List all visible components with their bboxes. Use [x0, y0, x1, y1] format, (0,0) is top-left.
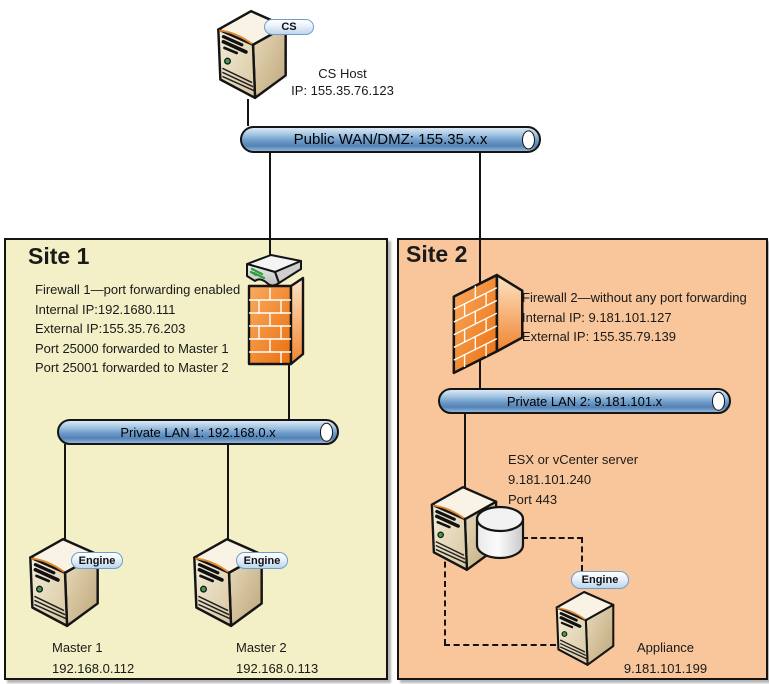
esx-note-line: Port 443	[508, 492, 558, 507]
appliance-ip: 9.181.101.199	[623, 661, 708, 676]
public-wan-pipe: Public WAN/DMZ: 155.35.x.x	[240, 126, 541, 153]
site1-title: Site 1	[28, 243, 90, 269]
cs-host-name: CS Host	[318, 66, 367, 81]
appliance-name: Appliance	[636, 640, 695, 655]
firewall1-note-line: Firewall 1—port forwarding enabled	[35, 282, 241, 297]
pipe-endcap-icon	[320, 422, 333, 442]
public-wan-label: Public WAN/DMZ: 155.35.x.x	[293, 131, 488, 148]
firewall1-note-line: Port 25001 forwarded to Master 2	[35, 360, 229, 375]
master1-server-icon	[26, 532, 102, 632]
private-lan2-pipe: Private LAN 2: 9.181.101.x	[438, 388, 731, 414]
master1-name: Master 1	[52, 640, 103, 655]
appliance-engine-badge: Engine	[571, 571, 629, 589]
firewall1-note-line: Port 25000 forwarded to Master 1	[35, 340, 229, 356]
pipe-endcap-icon	[522, 129, 535, 150]
connector-lan1-to-master2	[227, 444, 229, 544]
firewall2-icon	[446, 266, 534, 378]
master1-ip: 192.168.0.112	[52, 661, 135, 676]
firewall1-notes: Firewall 1—port forwarding enabled Inter…	[35, 280, 240, 378]
master1-engine-badge: Engine	[71, 552, 123, 569]
appliance-server-icon	[553, 586, 617, 670]
cs-host-ip: IP: 155.35.76.123	[291, 83, 394, 98]
database-cylinder-icon	[475, 505, 525, 561]
dashed-esx-to-appliance-vertical	[444, 552, 446, 645]
firewall2-note-line: Firewall 2—without any port forwarding	[522, 290, 747, 305]
private-lan1-pipe: Private LAN 1: 192.168.0.x	[57, 419, 339, 445]
master2-engine-badge: Engine	[236, 552, 288, 569]
master2-ip: 192.168.0.113	[236, 661, 319, 676]
dashed-db-to-engine-vertical	[581, 537, 583, 571]
connector-cs-to-wan	[247, 99, 249, 126]
master2-name: Master 2	[236, 640, 287, 655]
esx-notes: ESX or vCenter server 9.181.101.240 Port…	[508, 450, 638, 510]
firewall1-note-line: External IP:155.35.76.203	[35, 321, 186, 336]
master2-server-icon	[190, 532, 266, 632]
pipe-endcap-icon	[712, 391, 725, 411]
master2-caption: Master 2 192.168.0.113	[236, 637, 318, 679]
connector-wan-to-firewall2-lan2	[479, 152, 481, 390]
dashed-db-to-engine-horizontal	[522, 537, 583, 539]
firewall1-note-line: Internal IP:192.1680.111	[35, 301, 176, 317]
esx-note-line: 9.181.101.240	[508, 472, 592, 487]
cs-badge: CS	[264, 19, 314, 35]
dashed-esx-to-appliance-horizontal	[444, 644, 556, 646]
firewall2-notes: Firewall 2—without any port forwarding I…	[522, 288, 747, 347]
firewall1-icon	[243, 250, 313, 374]
cs-host-caption: CS Host IP: 155.35.76.123	[280, 65, 405, 99]
connector-wan-to-firewall1	[269, 152, 271, 260]
appliance-caption: Appliance 9.181.101.199	[613, 637, 718, 679]
connector-lan2-to-esx	[464, 413, 466, 488]
private-lan1-label: Private LAN 1: 192.168.0.x	[120, 424, 276, 440]
master1-caption: Master 1 192.168.0.112	[52, 637, 134, 679]
private-lan2-label: Private LAN 2: 9.181.101.x	[506, 393, 663, 409]
connector-lan1-to-master1	[64, 444, 66, 544]
esx-note-line: ESX or vCenter server	[508, 452, 639, 467]
connector-firewall1-to-lan1	[288, 362, 290, 421]
site2-title: Site 2	[406, 241, 468, 267]
firewall2-note-line: Internal IP: 9.181.101.127	[522, 309, 672, 325]
firewall2-note-line: External IP: 155.35.79.139	[522, 329, 676, 344]
